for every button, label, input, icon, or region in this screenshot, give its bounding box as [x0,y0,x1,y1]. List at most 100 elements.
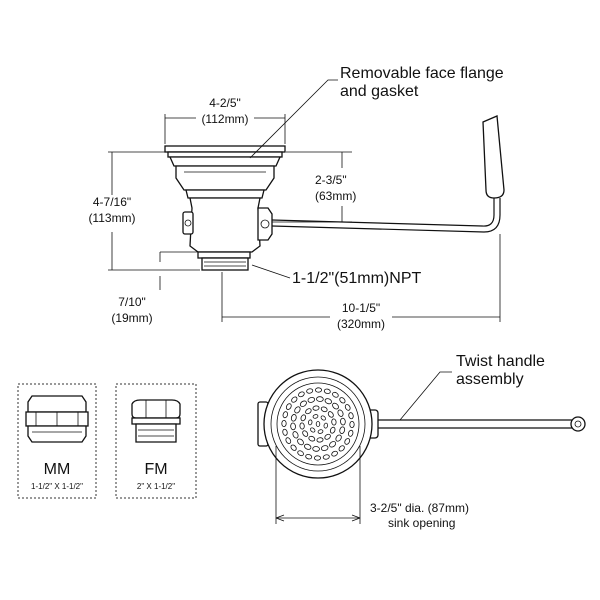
strainer-hole [348,429,354,437]
dim-total-height: 4-7/16" (113mm) [88,151,200,271]
flange-leader: Removable face flange and gasket [249,65,504,159]
strainer-hole [302,430,309,437]
top-width-mm-label: (112mm) [201,112,248,126]
strainer-hole [332,402,339,410]
strainer-hole [335,434,342,442]
strainer-hole [344,404,351,411]
strainer-hole [316,396,324,402]
strainer-hole [281,420,287,427]
strainer-hole [282,428,288,436]
strainer-hole [327,411,334,418]
handle-length-label: 10-1/5" [342,301,380,315]
thread-leader: 1-1/2"(51mm)NPT [251,264,421,287]
strainer-hole [338,445,345,452]
strainer-hole [297,438,304,446]
strainer-body [175,165,275,199]
strainer-hole [320,406,328,413]
strainer-hole [331,450,338,457]
strainer-hole [290,422,296,431]
strainer-hole [304,443,312,450]
strainer-hole [315,421,321,427]
valve-housing [182,197,273,253]
strainer-hole [329,426,336,434]
strainer-hole [306,388,314,394]
thread-label: 1-1/2"(51mm)NPT [292,270,421,287]
strainer-hole [323,388,331,394]
strainer-hole [312,405,320,411]
strainer-hole [305,408,312,415]
flange-label-line2: and gasket [340,83,419,100]
partial-height-mm-label: (63mm) [315,189,356,203]
top-view: Twist handle assembly 3-2/5" dia. (87mm)… [257,353,586,530]
strainer-hole [332,391,339,398]
strainer-hole [348,412,354,420]
strainer-hole [317,429,324,434]
fitting-fm: FM 2" X 1-1/2" [115,383,197,499]
twist-handle-lever [271,115,505,233]
opening-sub-label: sink opening [388,516,455,530]
strainer-hole [329,441,337,448]
strainer-hole [305,454,313,460]
strainer-hole [282,411,288,419]
dim-thread-height: 7/10" (19mm) [111,251,198,325]
opening-label: 3-2/5" dia. (87mm) [370,501,469,515]
top-view-handle [378,416,586,432]
side-view: 4-2/5" (112mm) Removable face flange and… [88,65,505,331]
strainer-hole [315,387,322,393]
strainer-hole [349,421,355,428]
total-height-label: 4-7/16" [93,195,131,209]
handle-length-mm-label: (320mm) [337,317,385,331]
top-width-label: 4-2/5" [209,96,241,110]
strainer-hole [294,406,301,414]
strainer-hole [308,435,316,442]
strainer-hole [314,455,321,461]
strainer-hole [316,437,324,443]
strainer-hole [290,444,297,451]
handle-label-line2: assembly [456,371,524,388]
fm-size-label: 2" X 1-1/2" [137,482,175,491]
strainer-hole [310,427,316,433]
strainer-hole [307,397,316,403]
strainer-hole [292,431,299,439]
strainer-hole [340,417,346,426]
strainer-hole [312,414,319,419]
strainer-hole [285,437,292,444]
strainer-hole [323,422,329,429]
strainer-hole [322,454,330,460]
strainer-hole [339,397,346,404]
flange [164,145,286,167]
strainer-hole [320,445,329,451]
strainer-hole [285,403,292,410]
strainer-hole [324,398,332,405]
fm-label: FM [144,461,167,478]
strainer-hole [299,422,305,430]
total-height-mm-label: (113mm) [88,211,135,225]
threaded-outlet [197,251,251,271]
strainer-hole [320,415,326,421]
mm-label: MM [44,461,71,478]
strainer-hole [300,414,307,422]
strainer-hole [307,419,313,426]
mm-size-label: 1-1/2" X 1-1/2" [31,482,83,491]
strainer-hole [344,438,351,445]
strainer-hole [290,414,297,422]
strainer-hole [299,400,307,407]
strainer-hole [291,396,298,403]
strainer-hole [324,433,331,440]
flange-label-line1: Removable face flange [340,65,504,82]
strainer-hole [298,391,305,398]
dim-sink-opening: 3-2/5" dia. (87mm) sink opening [275,446,469,530]
strainer-hole [337,409,344,417]
fitting-mm: MM 1-1/2" X 1-1/2" [17,383,97,499]
strainer-hole [339,426,346,434]
thread-height-label: 7/10" [118,295,146,309]
strainer-hole [297,450,304,457]
dim-handle-length: 10-1/5" (320mm) [221,234,501,331]
strainer-hole [331,418,337,426]
dim-top-width: 4-2/5" (112mm) [164,96,286,144]
dim-partial-height: 2-3/5" (63mm) [272,151,356,223]
partial-height-label: 2-3/5" [315,173,347,187]
thread-height-mm-label: (19mm) [111,311,152,325]
strainer-holes [281,387,355,461]
